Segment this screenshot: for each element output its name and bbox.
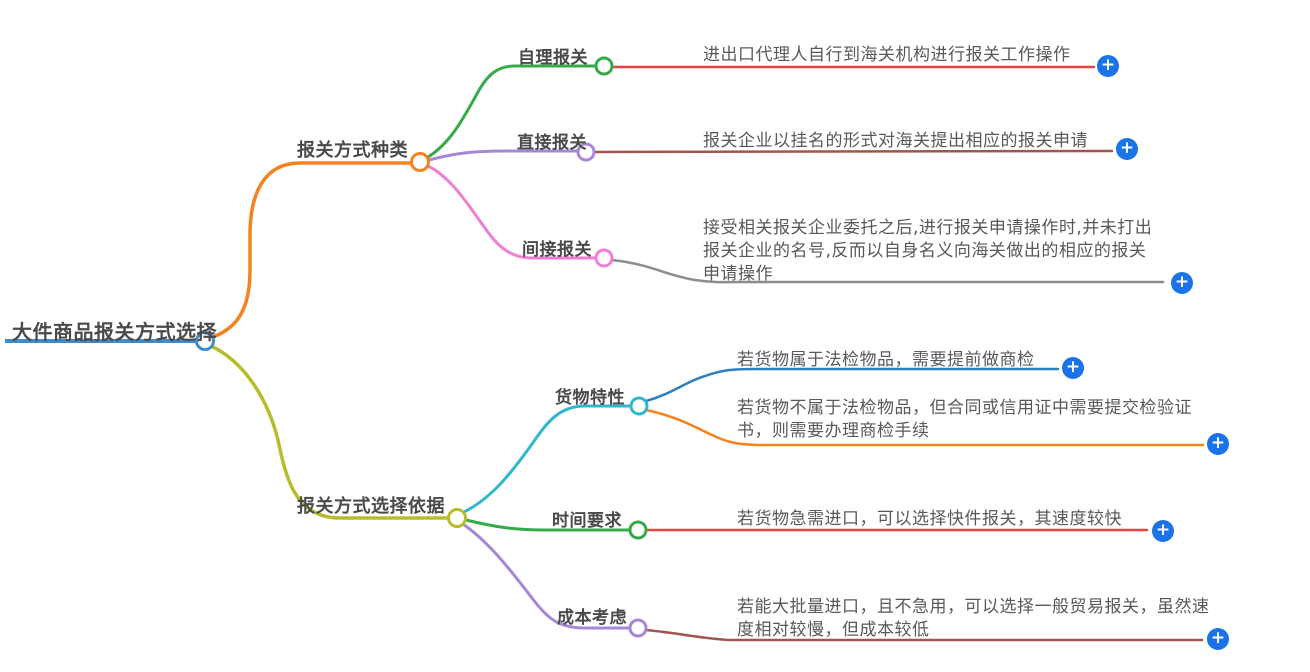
branch1-node-handle[interactable]	[410, 152, 430, 172]
zhijie-desc-text[interactable]: 报关企业以挂名的形式对海关提出相应的报关申请	[703, 131, 1088, 151]
child-huowu-label[interactable]: 货物特性	[555, 388, 625, 408]
zhijie-node-handle[interactable]	[576, 142, 596, 162]
child-chengben-connector	[461, 522, 631, 630]
chengben-node-handle[interactable]	[628, 618, 648, 638]
child-chengben-label[interactable]: 成本考虑	[557, 608, 627, 628]
child-zili-label[interactable]: 自理报关	[518, 48, 588, 68]
shijian-desc-text[interactable]: 若货物急需进口，可以选择快件报关，其速度较快	[737, 509, 1122, 529]
root-node-label[interactable]: 大件商品报关方式选择	[12, 320, 217, 344]
child-zili-connector	[426, 64, 597, 159]
branch1-connector	[211, 161, 413, 339]
jianjie-desc-text[interactable]: 接受相关报关企业委托之后,进行报关申请操作时,并未打出报关企业的名号,反而以自身…	[703, 218, 1153, 284]
add-button-huowu-2[interactable]: +	[1207, 433, 1229, 455]
shijian-node-handle[interactable]	[628, 520, 648, 540]
child-jianjie-connector	[426, 164, 597, 260]
chengben-desc-underline	[644, 628, 1204, 642]
add-button-shijian[interactable]: +	[1152, 520, 1174, 542]
child-shijian-connector	[464, 518, 631, 532]
child-huowu-connector	[462, 404, 632, 514]
add-button-jianjie[interactable]: +	[1171, 272, 1193, 294]
zili-node-handle[interactable]	[594, 56, 614, 76]
huowu-desc1-text[interactable]: 若货物属于法检物品，需要提前做商检	[737, 350, 1035, 370]
branch1-label[interactable]: 报关方式种类	[297, 140, 408, 161]
jianjie-desc-underline	[610, 258, 1165, 284]
child-jianjie-label[interactable]: 间接报关	[522, 240, 592, 260]
zili-desc-text[interactable]: 进出口代理人自行到海关机构进行报关工作操作	[703, 45, 1071, 65]
add-button-zhijie[interactable]: +	[1116, 138, 1138, 160]
branch2-label[interactable]: 报关方式选择依据	[297, 496, 445, 517]
child-zhijie-connector	[427, 149, 579, 162]
huowu-desc1-underline	[644, 367, 1060, 403]
root-node-handle[interactable]	[195, 331, 215, 351]
huowu-desc2-text[interactable]: 若货物不属于法检物品，但合同或信用证中需要提交检验证书，则需要办理商检手续	[737, 398, 1192, 441]
add-button-zili[interactable]: +	[1097, 55, 1119, 77]
add-button-chengben[interactable]: +	[1207, 628, 1229, 650]
zhijie-desc-underline	[592, 149, 1114, 154]
child-zhijie-label[interactable]: 直接报关	[517, 133, 587, 153]
child-shijian-label[interactable]: 时间要求	[552, 511, 622, 531]
branch2-node-handle[interactable]	[447, 508, 467, 528]
chengben-desc-text[interactable]: 若能大批量进口，且不急用，可以选择一般贸易报关，虽然速度相对较慢，但成本较低	[737, 597, 1210, 640]
branch2-connector	[209, 344, 450, 520]
jianjie-node-handle[interactable]	[594, 248, 614, 268]
huowu-node-handle[interactable]	[629, 396, 649, 416]
huowu-desc2-underline	[644, 408, 1205, 447]
add-button-huowu-1[interactable]: +	[1062, 357, 1084, 379]
